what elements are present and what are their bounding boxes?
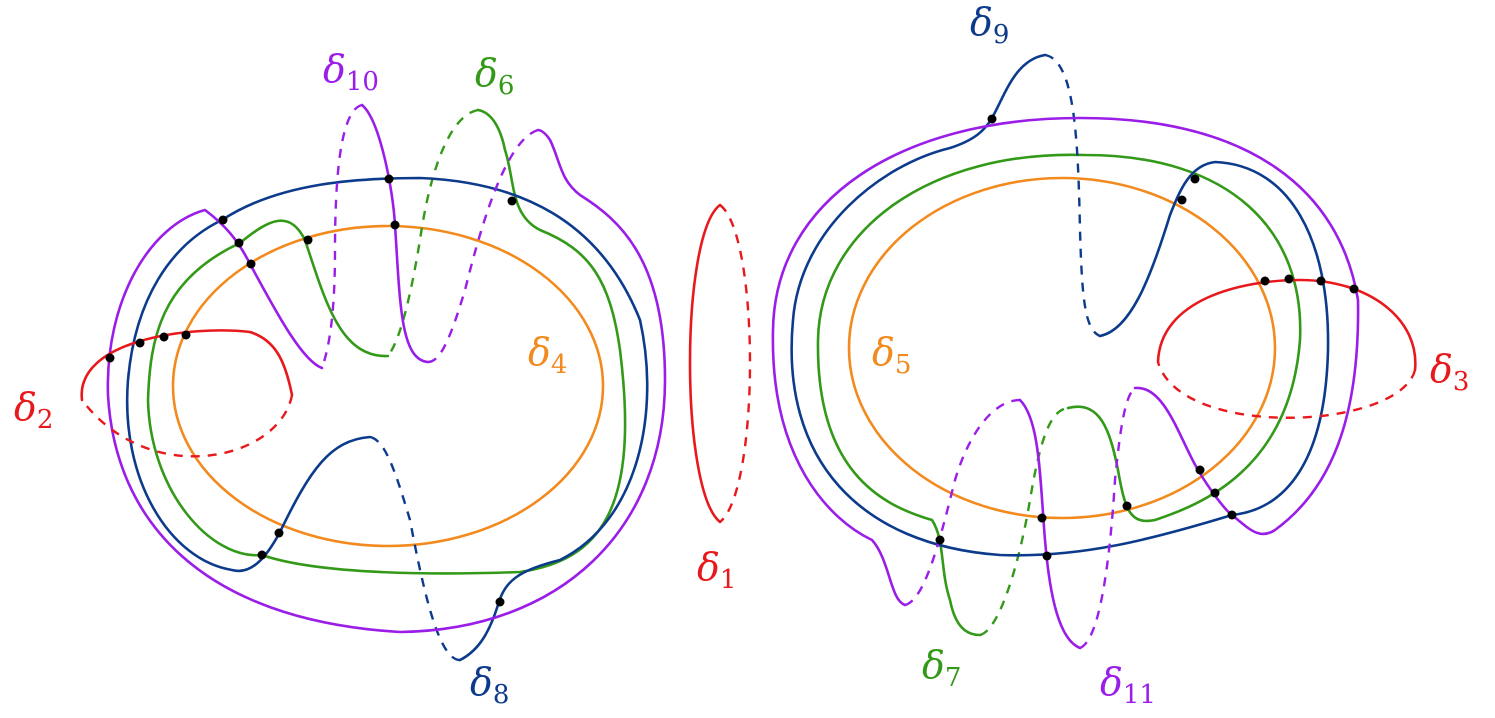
curve-delta2 bbox=[80, 329, 294, 458]
curve-delta5 bbox=[847, 176, 1277, 520]
delta4-solid bbox=[171, 224, 605, 548]
intersection-dot bbox=[1260, 276, 1270, 286]
delta8-dashed bbox=[369, 435, 461, 662]
delta1-solid bbox=[688, 203, 722, 524]
outer-boundary bbox=[80, 55, 1416, 676]
intersection-points bbox=[105, 114, 1359, 607]
label-delta3: δ3 bbox=[1430, 347, 1469, 397]
delta6-dashed bbox=[387, 108, 479, 357]
intersection-dot bbox=[1227, 510, 1237, 520]
curve-delta7 bbox=[816, 153, 1302, 637]
curve-delta4 bbox=[171, 224, 605, 548]
delta11-right-dashed bbox=[1079, 387, 1136, 650]
intersection-dot bbox=[1316, 276, 1326, 286]
left-hole-upper-rim bbox=[285, 346, 490, 396]
delta10-solid bbox=[360, 103, 430, 364]
intersection-dot bbox=[1177, 195, 1187, 205]
curve-delta3 bbox=[1156, 278, 1417, 419]
intersection-dot bbox=[507, 196, 517, 206]
intersection-dot bbox=[1190, 174, 1200, 184]
intersection-dot bbox=[303, 235, 313, 245]
delta9-dashed bbox=[1044, 53, 1101, 338]
intersection-dot bbox=[1349, 284, 1359, 294]
right-hole-upper-rim bbox=[955, 328, 1168, 362]
curve-delta1 bbox=[688, 203, 752, 524]
intersection-dot bbox=[257, 550, 267, 560]
delta3-dashed bbox=[1156, 361, 1417, 419]
intersection-dot bbox=[390, 220, 400, 230]
delta10-outer-loop bbox=[106, 128, 667, 634]
curve-labels: δ1 δ2 δ3 δ4 δ5 δ6 δ7 δ8 δ9 δ10 δ11 bbox=[14, 0, 1469, 710]
intersection-dot bbox=[105, 353, 115, 363]
label-delta7: δ7 bbox=[922, 643, 961, 693]
intersection-dot bbox=[384, 174, 394, 184]
delta10-left-dashed bbox=[320, 103, 363, 369]
intersection-dot bbox=[1210, 488, 1220, 498]
intersection-dot bbox=[1037, 513, 1047, 523]
delta3-solid bbox=[1156, 278, 1417, 372]
intersection-dot bbox=[234, 238, 244, 248]
intersection-dot bbox=[987, 114, 997, 124]
intersection-dot bbox=[1042, 551, 1052, 561]
label-delta5: δ5 bbox=[872, 330, 911, 380]
intersection-dot bbox=[1284, 274, 1294, 284]
delta10-right-dashed bbox=[427, 128, 539, 364]
label-delta10: δ10 bbox=[323, 47, 379, 97]
delta9-solid bbox=[790, 53, 1330, 557]
delta7-solid bbox=[816, 153, 1302, 637]
delta8-solid bbox=[125, 176, 649, 662]
label-delta4: δ4 bbox=[528, 330, 567, 380]
intersection-dot bbox=[135, 338, 145, 348]
intersection-dot bbox=[274, 528, 284, 538]
label-delta9: δ9 bbox=[970, 0, 1009, 50]
delta2-solid bbox=[80, 329, 294, 402]
curve-delta11 bbox=[771, 116, 1360, 650]
curve-delta6 bbox=[146, 108, 627, 575]
curve-delta9 bbox=[790, 53, 1330, 557]
label-delta2: δ2 bbox=[14, 385, 53, 435]
intersection-dot bbox=[1122, 501, 1132, 511]
delta5-solid bbox=[847, 176, 1277, 520]
right-hole-lower-rim bbox=[965, 362, 1160, 408]
left-hole-lower-rim bbox=[292, 395, 478, 438]
label-delta1: δ1 bbox=[697, 545, 736, 595]
delta2-dashed bbox=[81, 394, 294, 458]
intersection-dot bbox=[1195, 465, 1205, 475]
label-delta11: δ11 bbox=[1100, 660, 1156, 710]
delta6-solid bbox=[146, 108, 627, 575]
intersection-dot bbox=[246, 259, 256, 269]
surface-outline bbox=[80, 55, 1416, 676]
intersection-dot bbox=[218, 215, 228, 225]
label-delta8: δ8 bbox=[470, 660, 509, 710]
delta11-outer-loop bbox=[771, 116, 1360, 607]
intersection-dot bbox=[495, 597, 505, 607]
delta7-dashed bbox=[979, 406, 1069, 637]
curve-delta8 bbox=[125, 176, 649, 662]
intersection-dot bbox=[181, 330, 191, 340]
delta11-solid bbox=[1018, 398, 1082, 650]
intersection-dot bbox=[935, 535, 945, 545]
delta11-left-dashed bbox=[904, 398, 1021, 607]
delta1-dashed bbox=[719, 204, 752, 523]
label-delta6: δ6 bbox=[475, 51, 514, 101]
intersection-dot bbox=[159, 332, 169, 342]
